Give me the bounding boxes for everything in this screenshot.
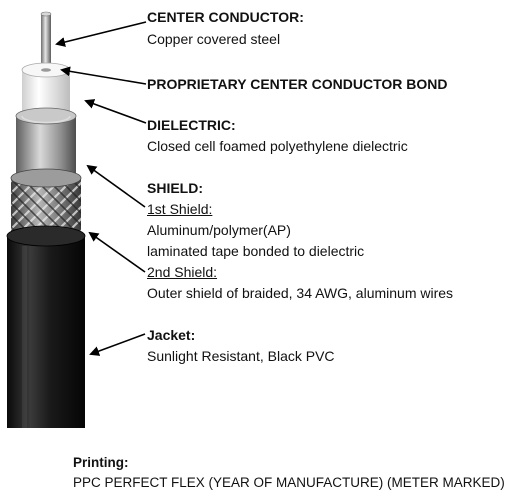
first-shield-label: 1st Shield: [147,201,213,217]
arrow-bond [60,66,147,85]
arrow-center-conductor [55,21,147,47]
jacket-heading: Jacket: [147,327,196,343]
printing-heading: Printing: [73,455,129,470]
second-shield-line1: Outer shield of braided, 34 AWG, aluminu… [147,285,454,301]
printing-text: PPC PERFECT FLEX (YEAR OF MANUFACTURE) (… [73,475,505,490]
arrow-dielectric [84,99,147,124]
dielectric-description: Closed cell foamed polyethylene dielectr… [147,138,408,154]
second-shield-label: 2nd Shield: [147,264,218,280]
center-conductor-description: Copper covered steel [147,31,281,47]
dielectric-heading: DIELECTRIC: [147,117,236,133]
first-shield-line1: Aluminum/polymer(AP) [147,222,291,238]
first-shield-line2: laminated tape bonded to dielectric [147,243,365,259]
jacket-description: Sunlight Resistant, Black PVC [147,348,335,364]
arrow-jacket [89,333,146,356]
shield-heading: SHIELD: [147,180,203,196]
arrow-first-shield [86,164,146,208]
center-conductor [40,11,52,76]
bond-heading: PROPRIETARY CENTER CONDUCTOR BOND [147,76,448,92]
center-conductor-heading: CENTER CONDUCTOR: [147,9,304,25]
jacket-layer [6,225,86,428]
arrow-second-shield [88,231,146,273]
